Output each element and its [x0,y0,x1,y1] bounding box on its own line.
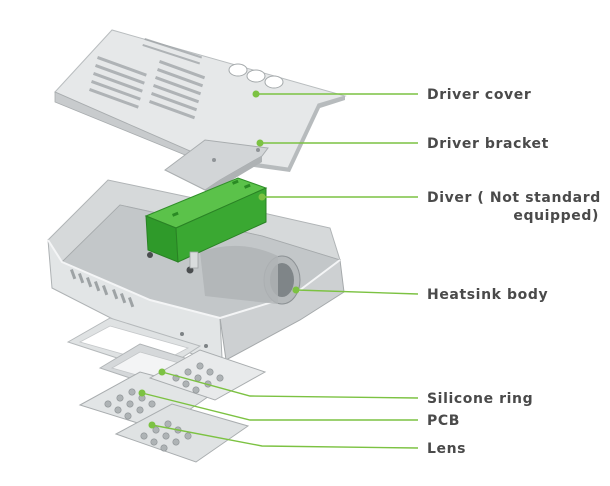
label-driver: Diver ( Not standard equipped) [427,189,601,225]
driver-module [144,177,268,269]
leader-dots [138,90,300,429]
label-driver-bracket: Driver bracket [427,136,549,152]
label-driver-line2: equipped) [513,208,599,224]
label-driver-cover: Driver cover [427,87,532,103]
label-heatsink-body: Heatsink body [427,287,549,303]
leader-lines [141,93,419,449]
driver-cover [54,29,347,172]
label-lens: Lens [427,441,467,457]
label-pcb: PCB [427,413,461,429]
label-silicone-ring: Silicone ring [427,391,534,407]
label-driver-line1: Diver ( Not standard [427,190,601,206]
